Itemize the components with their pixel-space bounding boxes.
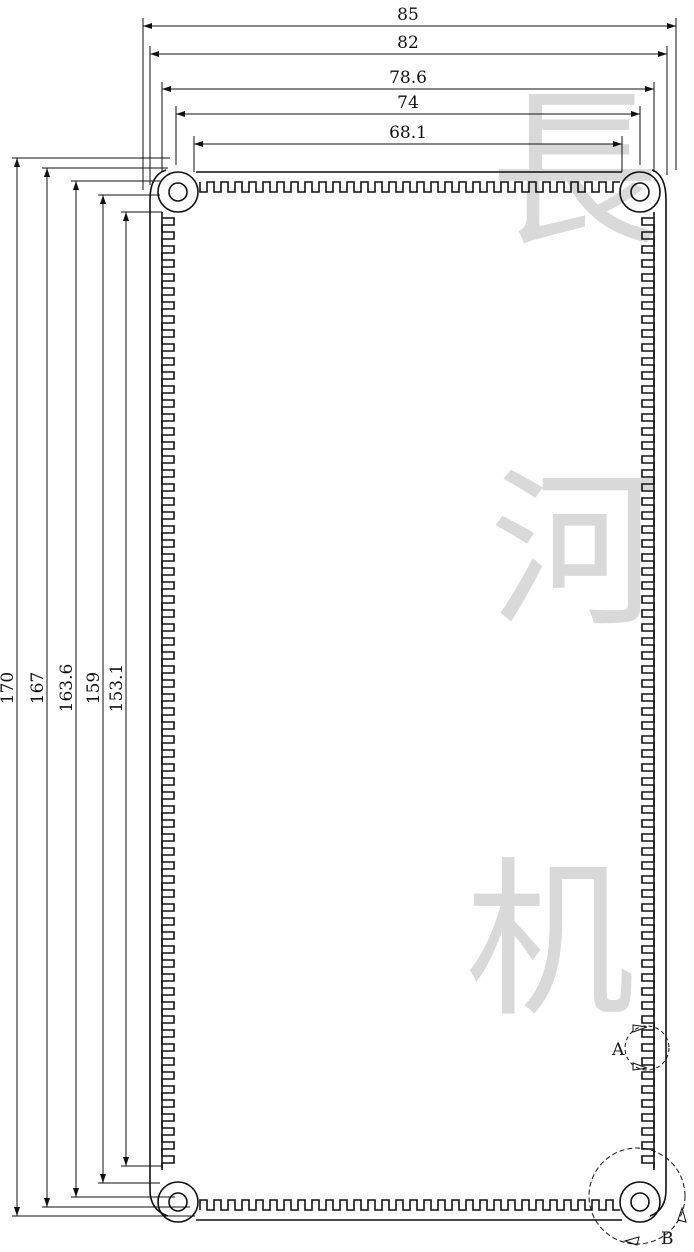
rail-top-left [149,169,167,201]
boss-top-left-outer [157,171,199,213]
horizontal-dimension-labels: 85 82 78.6 74 68.1 [389,5,427,143]
boss-top-right-hole [630,182,650,202]
boss-bottom-left-outer [157,1181,199,1223]
boss-top-right-outer [619,171,661,213]
boss-bottom-right-outer [619,1181,661,1223]
watermark-char-2: 河 [490,453,660,651]
dim-label-68-1: 68.1 [389,123,427,143]
dim-label-85: 85 [397,5,419,25]
detail-label-a: A [611,1040,625,1060]
dim-label-167: 167 [28,672,48,704]
left-wall-fins [161,217,175,1170]
watermark-char-3: 机 [465,843,635,1041]
horizontal-dimensions [142,18,677,190]
dim-label-163-6: 163.6 [57,664,77,713]
dim-label-78-6: 78.6 [389,68,427,88]
detail-label-b: B [661,1229,674,1249]
dim-label-159: 159 [84,672,104,704]
detail-callout-b [588,1147,687,1246]
top-wall-fins [199,181,620,193]
detail-callout-a [624,1024,670,1071]
vertical-dimensions [12,157,195,1217]
boss-top-left-hole [168,182,188,202]
bottom-wall-fins [199,1199,620,1211]
dim-label-170: 170 [0,672,18,704]
enclosure-profile [149,169,667,1223]
rail-bottom-right [649,1189,667,1217]
boss-bottom-left-hole [168,1192,188,1212]
watermark: 長 河 机 [465,73,660,1041]
right-wall-fins [641,217,655,1170]
dim-label-153-1: 153.1 [107,664,127,713]
dim-label-82: 82 [397,33,419,53]
dim-label-74: 74 [397,93,419,113]
boss-bottom-right-hole [630,1192,650,1212]
vertical-dimension-labels: 170 167 163.6 159 153.1 [0,664,127,713]
